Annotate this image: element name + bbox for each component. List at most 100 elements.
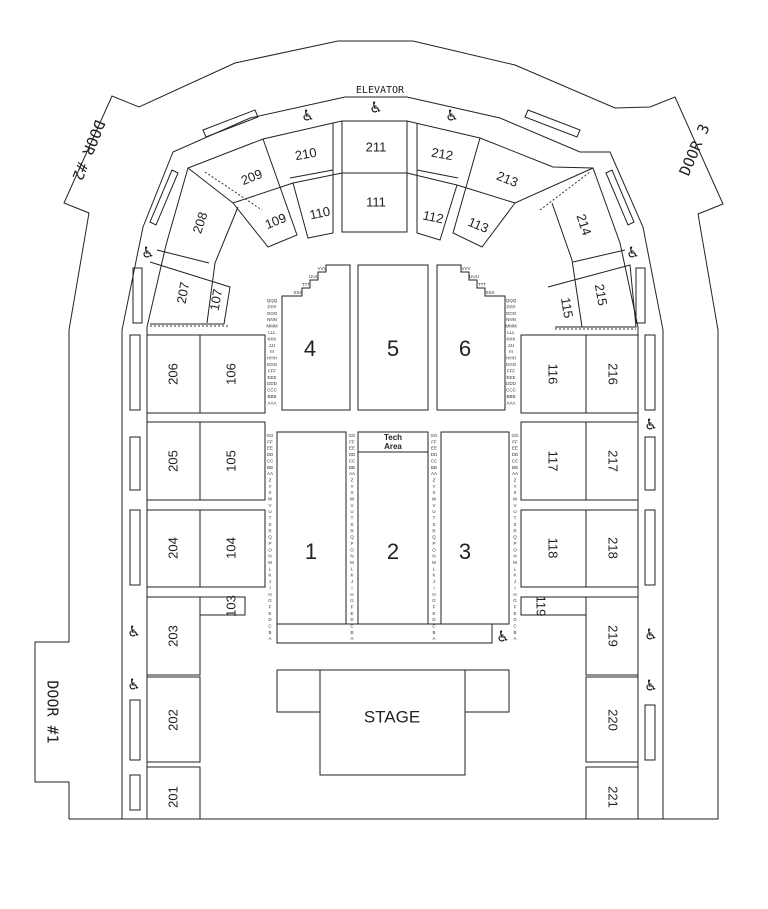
row-letter: GGG	[267, 362, 278, 367]
section-217-label[interactable]: 217	[606, 450, 621, 472]
row-letter: A	[350, 636, 353, 641]
row-letter: B	[432, 630, 435, 635]
section-204-label[interactable]: 204	[165, 537, 180, 559]
section-113-label[interactable]: 113	[466, 214, 491, 236]
section-109-label[interactable]: 109	[263, 210, 289, 232]
row-letter: TTT	[302, 282, 310, 287]
row-letter: U	[350, 509, 353, 514]
row-letter: L	[433, 566, 436, 571]
row-letter: G	[513, 598, 517, 603]
section-109-outline	[232, 138, 298, 248]
row-letter: W	[513, 497, 518, 502]
wheelchair-icon: ♿	[644, 677, 657, 695]
row-letter: D	[268, 617, 272, 622]
row-letters: GGFFEEDDCCBBAAZYXWVUTSRQPONMLKJIHGFEDCBA…	[266, 266, 519, 641]
section-118-label[interactable]: 118	[546, 538, 561, 559]
wheelchair-icon: ♿	[301, 107, 314, 125]
section-220-label[interactable]: 220	[606, 709, 621, 731]
section-105-label[interactable]: 105	[223, 450, 238, 472]
section-209-label[interactable]: 209	[239, 166, 265, 188]
row-letter: III	[509, 349, 513, 354]
section-116-label[interactable]: 116	[546, 364, 561, 385]
row-letter: G	[268, 598, 272, 603]
row-letter: FF	[267, 439, 273, 444]
row-letter: CC	[512, 458, 519, 463]
row-letter: T	[351, 516, 354, 521]
row-letter: B	[513, 630, 516, 635]
section-104-label[interactable]: 104	[223, 537, 238, 559]
section-215-label[interactable]: 215	[592, 283, 611, 307]
row-letter: AA	[512, 471, 518, 476]
row-letter: H	[432, 592, 435, 597]
row-letter: DDD	[506, 381, 516, 386]
wheelchair-icon: ♿	[445, 107, 458, 125]
section-203-label[interactable]: 203	[165, 625, 180, 647]
section-110-label[interactable]: 110	[308, 203, 331, 222]
row-letter: QQQ	[506, 298, 517, 303]
row-letter: CCC	[506, 388, 516, 393]
section-5-label[interactable]: 5	[387, 336, 399, 361]
row-letter: Z	[514, 477, 517, 482]
section-213-label[interactable]: 213	[495, 168, 521, 190]
row-letter: GG	[266, 433, 274, 438]
section-103-label[interactable]: 103	[223, 595, 238, 617]
row-letter: W	[350, 497, 355, 502]
row-letter: BB	[431, 465, 437, 470]
section-117-label[interactable]: 117	[546, 451, 561, 472]
row-letter: PPP	[506, 304, 515, 309]
section-221-label[interactable]: 221	[606, 786, 621, 808]
section-3-label[interactable]: 3	[459, 539, 471, 564]
section-2-label[interactable]: 2	[387, 539, 399, 564]
row-letter: FF	[349, 439, 355, 444]
section-210-label[interactable]: 210	[294, 145, 318, 164]
section-6-label[interactable]: 6	[459, 336, 471, 361]
section-112-label[interactable]: 112	[422, 207, 445, 226]
section-115-label[interactable]: 115	[558, 296, 576, 319]
row-letter: AAA	[506, 400, 515, 405]
section-106-label[interactable]: 106	[223, 363, 238, 385]
row-letter: JJJ	[508, 343, 515, 348]
row-letter: EEE	[506, 375, 515, 380]
row-letter: K	[432, 573, 435, 578]
section-6-outline	[436, 264, 506, 411]
section-115-outline	[547, 264, 637, 328]
section-201-label[interactable]: 201	[165, 786, 180, 808]
row-letter: H	[268, 592, 271, 597]
section-107-label[interactable]: 107	[207, 288, 226, 312]
row-letter: GG	[511, 433, 519, 438]
section-111-label[interactable]: 111	[366, 194, 386, 209]
row-letter: EEE	[267, 375, 276, 380]
section-219-label[interactable]: 219	[606, 625, 621, 647]
section-119-label[interactable]: 119	[534, 596, 549, 617]
row-letter: S	[268, 522, 271, 527]
section-214-label[interactable]: 214	[574, 212, 595, 237]
section-202-label[interactable]: 202	[165, 709, 180, 731]
section-216-label[interactable]: 216	[606, 363, 621, 385]
row-letter: P	[268, 541, 271, 546]
wheelchair-icon: ♿	[644, 626, 657, 644]
section-4-label[interactable]: 4	[304, 336, 316, 361]
row-letter: I	[269, 585, 270, 590]
section-211-label[interactable]: 211	[366, 139, 387, 154]
section-208-label[interactable]: 208	[190, 210, 211, 235]
section-218-label[interactable]: 218	[606, 537, 621, 559]
row-letter: K	[268, 573, 271, 578]
row-letter: F	[351, 604, 354, 609]
front-rows-outline	[276, 623, 493, 644]
row-letter: UUU	[469, 274, 479, 279]
row-letter: J	[351, 579, 353, 584]
wheelchair-icon: ♿	[127, 623, 140, 641]
row-letter: P	[350, 541, 353, 546]
section-207-label[interactable]: 207	[174, 281, 193, 305]
section-205-label[interactable]: 205	[165, 450, 180, 472]
section-206-label[interactable]: 206	[165, 363, 180, 385]
section-212-label[interactable]: 212	[430, 145, 454, 164]
row-letter: D	[513, 617, 517, 622]
section-1-label[interactable]: 1	[305, 539, 317, 564]
divider-214-215	[572, 249, 626, 263]
row-letter: AA	[349, 471, 355, 476]
row-letter: K	[513, 573, 516, 578]
row-letter: V	[513, 503, 516, 508]
row-letter: W	[432, 497, 437, 502]
